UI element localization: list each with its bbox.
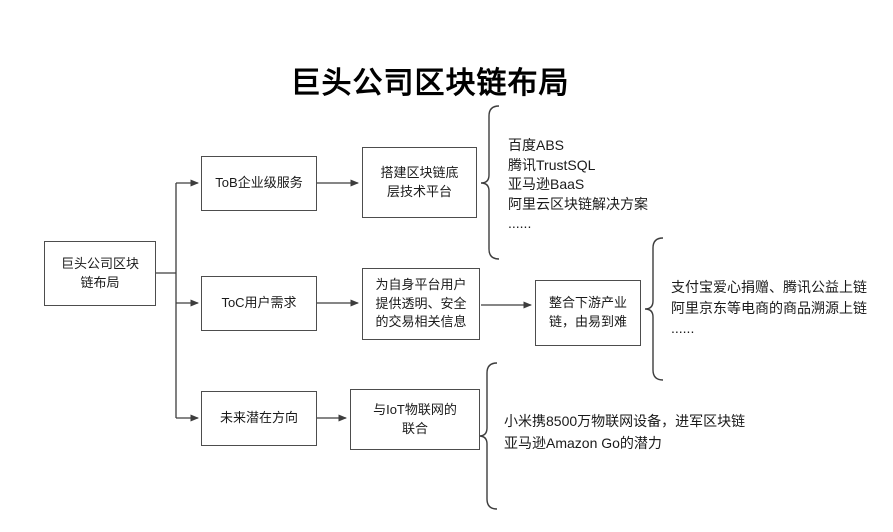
brace-tob <box>480 105 500 260</box>
node-tob: ToB企业级服务 <box>201 156 317 211</box>
brace-toc <box>644 237 664 381</box>
example-line: ...... <box>671 320 695 336</box>
node-toc: ToC用户需求 <box>201 276 317 331</box>
brace-future <box>478 362 498 510</box>
example-line: 支付宝爱心捐赠、腾讯公益上链 <box>671 279 867 295</box>
node-future-detail: 与IoT物联网的 联合 <box>350 389 480 450</box>
node-toc-detail2: 整合下游产业 链，由易到难 <box>535 280 641 346</box>
example-line: 百度ABS <box>508 137 565 153</box>
node-future: 未来潜在方向 <box>201 391 317 446</box>
example-line: 亚马逊Amazon Go的潜力 <box>504 435 662 451</box>
examples-tob: 百度ABS 腾讯TrustSQL 亚马逊BaaS 阿里云区块链解决方案 ....… <box>508 136 648 234</box>
node-root: 巨头公司区块 链布局 <box>44 241 156 306</box>
examples-future: 小米携8500万物联网设备，进军区块链 亚马逊Amazon Go的潜力 <box>504 410 745 454</box>
example-line: 阿里云区块链解决方案 <box>508 195 648 212</box>
node-tob-detail: 搭建区块链底 层技术平台 <box>362 147 477 218</box>
examples-toc: 支付宝爱心捐赠、腾讯公益上链 阿里京东等电商的商品溯源上链 ...... <box>671 277 867 339</box>
example-line: 小米携8500万物联网设备，进军区块链 <box>504 413 746 429</box>
example-line: 亚马逊BaaS <box>508 176 585 192</box>
example-line: 腾讯TrustSQL <box>508 156 596 173</box>
example-line: ...... <box>508 215 532 231</box>
node-toc-detail: 为自身平台用户 提供透明、安全 的交易相关信息 <box>362 268 480 340</box>
example-line: 阿里京东等电商的商品溯源上链 <box>671 299 867 316</box>
diagram-title: 巨头公司区块链布局 <box>290 67 570 100</box>
